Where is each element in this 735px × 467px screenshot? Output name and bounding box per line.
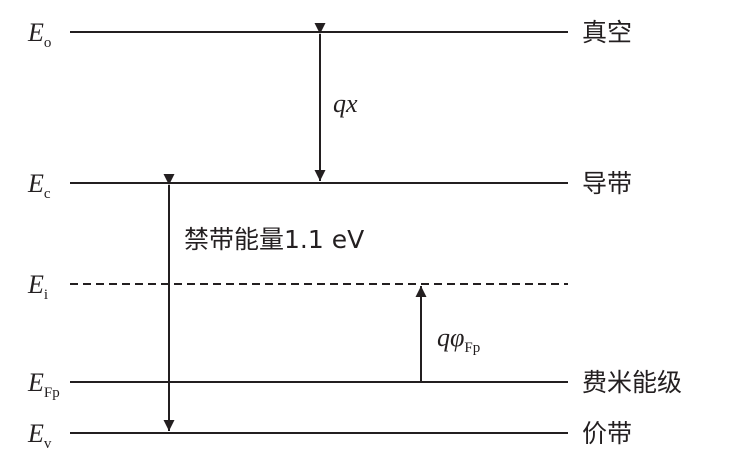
qx-label: qx bbox=[333, 89, 358, 118]
level-label-ei: Ei bbox=[27, 270, 48, 303]
level-label-ev: Ev bbox=[27, 419, 52, 452]
qphi-label: qφFp bbox=[437, 323, 480, 356]
bandgap-label: 禁带能量1.1 eV bbox=[184, 225, 364, 254]
level-label-e0: Eo bbox=[27, 18, 51, 51]
level-label-efp: EFp bbox=[27, 368, 60, 401]
vacuum-label: 真空 bbox=[582, 18, 632, 47]
conduction-band-label: 导带 bbox=[582, 169, 632, 198]
level-label-ec: Ec bbox=[27, 169, 51, 202]
valence-band-label: 价带 bbox=[582, 419, 632, 448]
fermi-level-label: 费米能级 bbox=[582, 368, 682, 397]
